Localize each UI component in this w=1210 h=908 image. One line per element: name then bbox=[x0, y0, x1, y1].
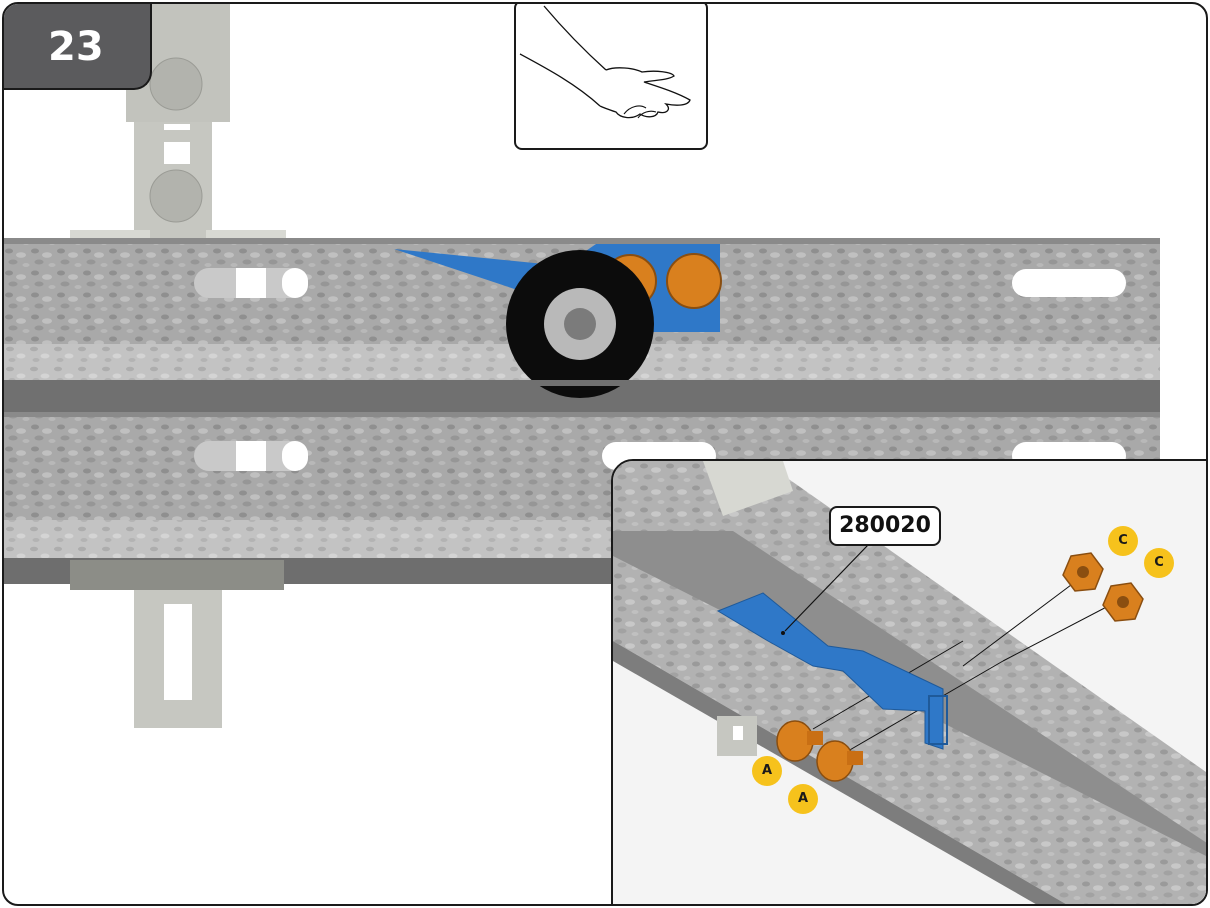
nut-c bbox=[1103, 583, 1143, 621]
nut bbox=[667, 254, 721, 308]
fastener-label-c: C bbox=[1144, 548, 1174, 578]
fastener-label-c: C bbox=[1108, 526, 1138, 556]
step-number-badge: 23 bbox=[4, 4, 152, 90]
lower-hanger-strap bbox=[70, 560, 284, 728]
open-hand-icon bbox=[516, 2, 708, 150]
nut-c bbox=[1063, 553, 1103, 591]
hand-hint-panel bbox=[514, 2, 708, 150]
fastener-label-a: A bbox=[752, 756, 782, 786]
fastener-label-a: A bbox=[788, 784, 818, 814]
part-number-callout: 280020 bbox=[829, 506, 941, 546]
